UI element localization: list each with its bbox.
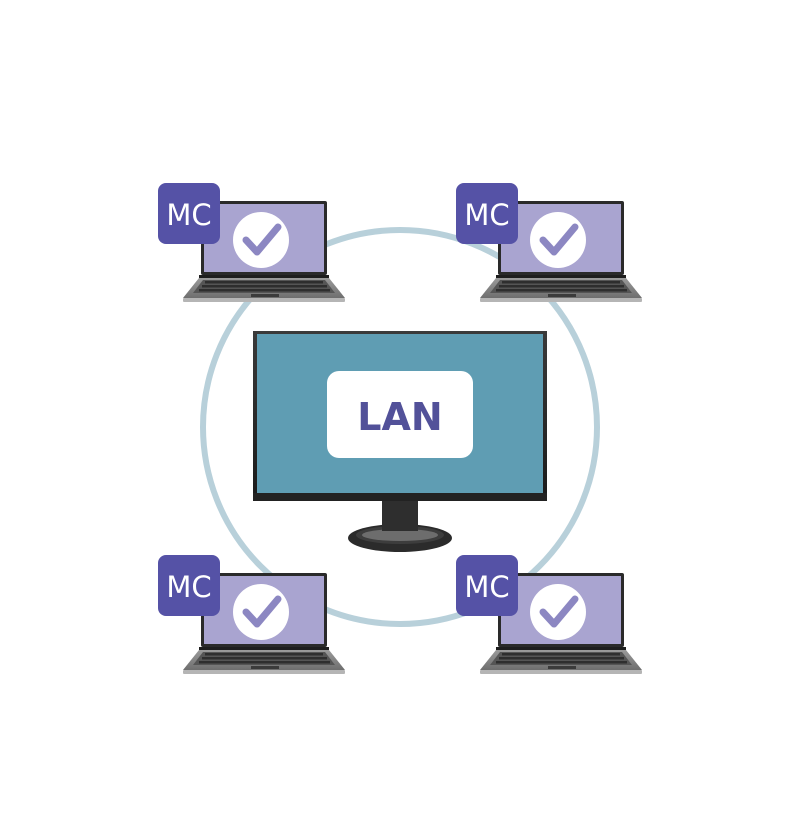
lan-label: LAN xyxy=(357,395,442,439)
mc-badge-label: MC xyxy=(166,570,211,604)
mc-badge-label: MC xyxy=(464,570,509,604)
laptop-top-right: MC xyxy=(456,183,642,302)
laptop-bottom-right: MC xyxy=(456,555,642,674)
central-monitor: LAN xyxy=(253,331,547,552)
mc-badge-label: MC xyxy=(464,198,509,232)
network-ring xyxy=(200,227,600,627)
laptop-bottom-left: MC xyxy=(158,555,345,674)
laptop-top-left: MC xyxy=(158,183,345,302)
lan-label-box xyxy=(327,371,473,458)
mc-badge-label: MC xyxy=(166,198,211,232)
